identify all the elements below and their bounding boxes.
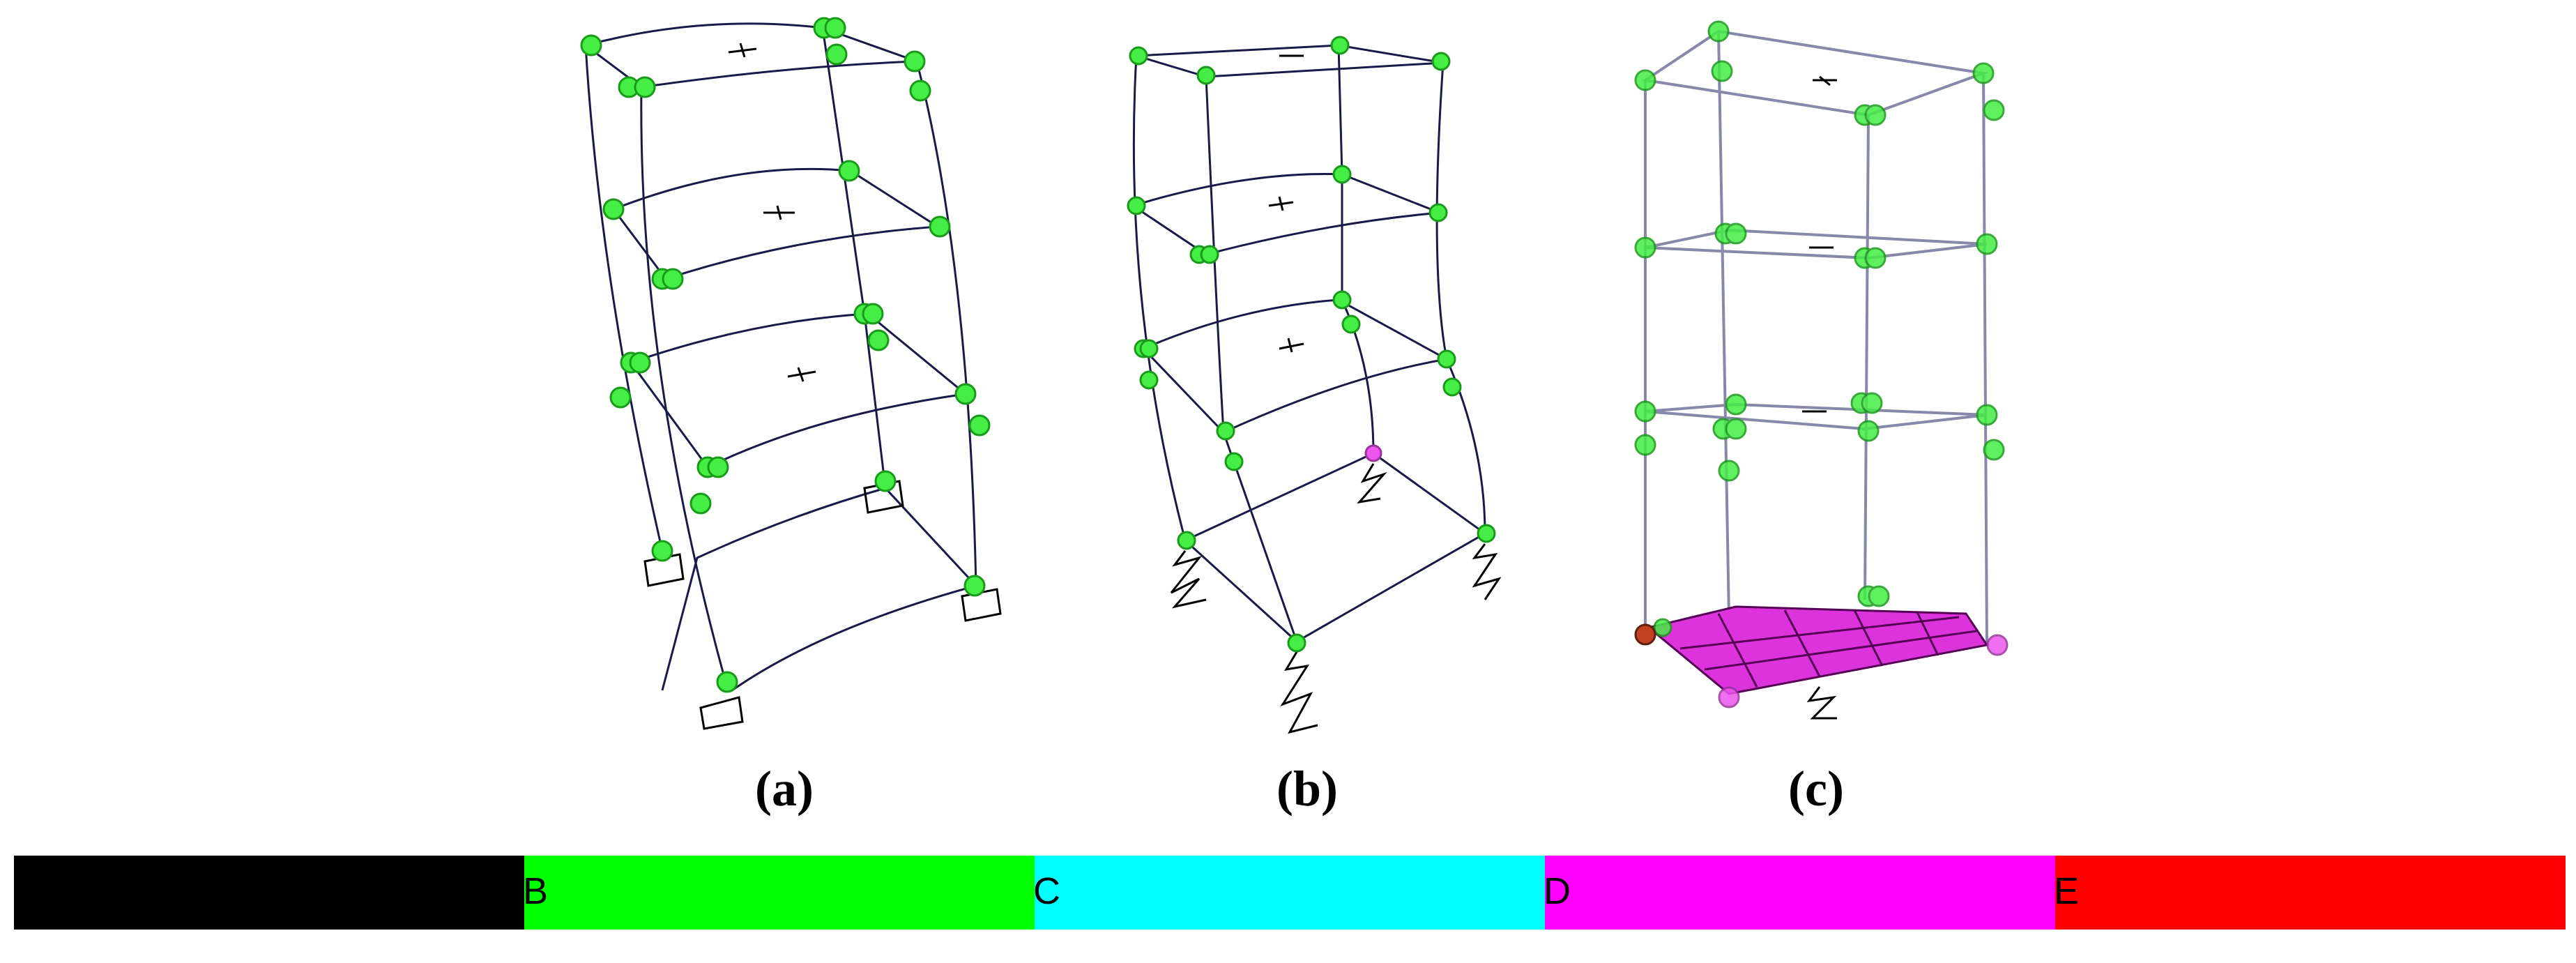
legend-label-d: D [1544, 870, 1571, 912]
legend-segment-d: D [1544, 856, 2055, 930]
yield-hinge-e-marker [1634, 623, 1656, 646]
legend-label-e: E [2054, 870, 2080, 912]
panel-b-caption: (b) [1276, 761, 1338, 817]
base-slab-mesh [1646, 605, 1989, 695]
panel-c-caption: (c) [1788, 761, 1844, 817]
legend-label-b: B [523, 870, 549, 912]
frame-model-c [1634, 20, 2009, 720]
legend-segment-a [14, 856, 524, 930]
legend-segment-c: C [1033, 856, 1545, 930]
yield-hinge-d-marker [1986, 634, 2009, 656]
panel-b [1095, 0, 1513, 767]
panel-a-caption: (a) [755, 761, 814, 817]
legend-segment-b: B [523, 856, 1035, 930]
legend-label-c: C [1033, 870, 1060, 912]
panel-c [1590, 0, 2050, 767]
frame-model-b [1127, 36, 1502, 734]
hinge-state-legend: B C D E [14, 856, 2566, 930]
frame-model-a [580, 17, 1002, 730]
yield-hinge-d-marker [1718, 686, 1740, 708]
legend-segment-e: E [2054, 856, 2566, 930]
yield-hinge-d-marker [1364, 444, 1382, 462]
panel-a [558, 0, 1046, 767]
